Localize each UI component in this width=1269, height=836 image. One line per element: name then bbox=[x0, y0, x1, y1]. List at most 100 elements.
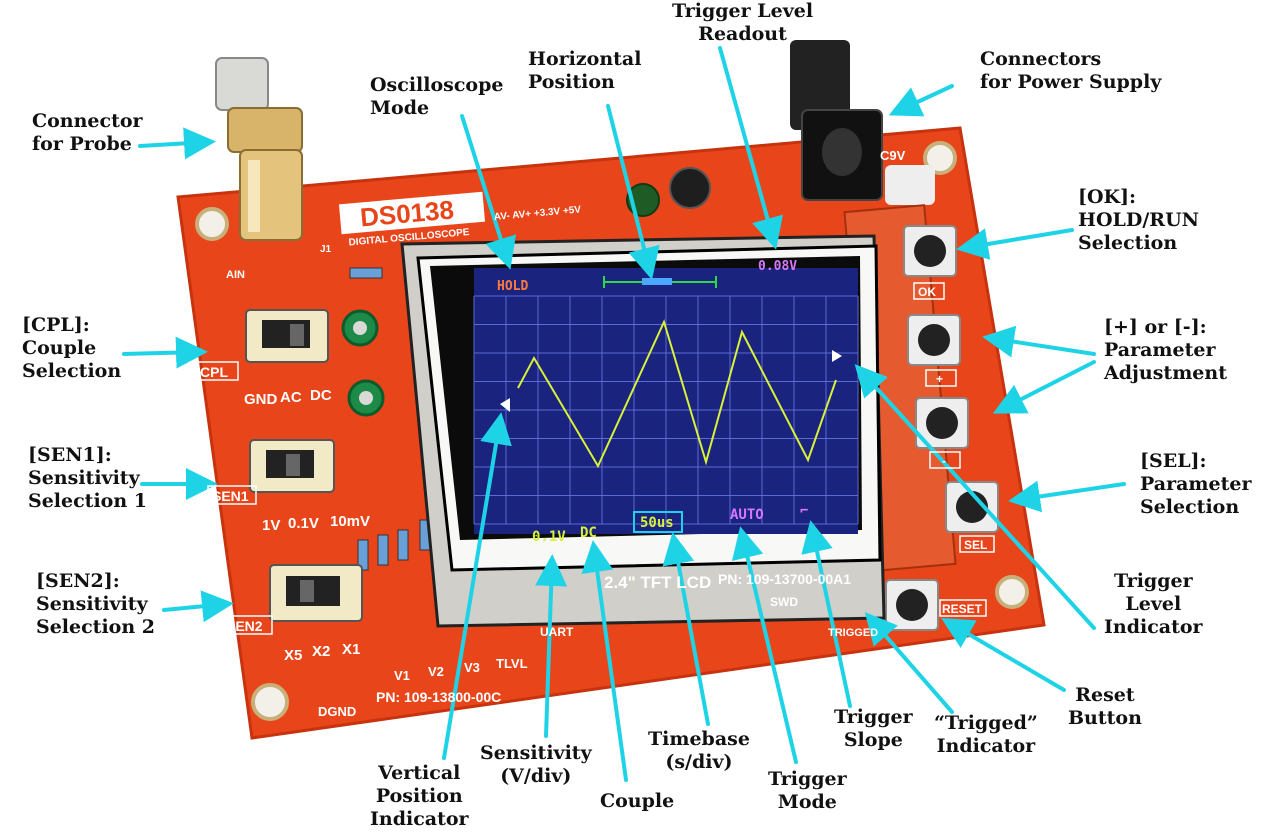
label-line: (V/div) bbox=[500, 765, 572, 787]
screen-trigger-level: 0.08V bbox=[758, 259, 797, 274]
label-sel-button: [SEL]: Parameter Selection bbox=[1140, 450, 1251, 519]
cpl-opt-ac: AC bbox=[280, 389, 302, 406]
push-buttons bbox=[885, 225, 999, 631]
label-trigger-level-readout: Trigger Level Readout bbox=[672, 0, 813, 46]
timebase-box bbox=[633, 511, 683, 533]
label-line: Level bbox=[1125, 593, 1182, 615]
label-cpl-switch: [CPL]: Couple Selection bbox=[22, 314, 121, 383]
label-ok-button: [OK]: HOLD/RUN Selection bbox=[1078, 186, 1199, 255]
vertical-position-indicator bbox=[500, 398, 510, 412]
label-line: Selection bbox=[1140, 496, 1240, 518]
label-line: [+] or [-]: bbox=[1104, 316, 1207, 338]
mounting-holes bbox=[195, 141, 1029, 721]
trigger-level-indicator bbox=[832, 350, 842, 362]
label-line: Couple bbox=[22, 337, 97, 359]
label-line: Vertical bbox=[378, 762, 461, 784]
waveform-trace bbox=[517, 319, 837, 469]
tag-minus: - bbox=[942, 454, 946, 468]
label-timebase: Timebase (s/div) bbox=[648, 728, 750, 774]
sen1-opt-0-1v: 0.1V bbox=[288, 515, 319, 532]
v3-label: V3 bbox=[464, 660, 480, 675]
label-line: Horizontal bbox=[528, 48, 642, 70]
label-line: Trigger bbox=[1113, 570, 1193, 592]
label-line: Trigger Level bbox=[672, 0, 814, 22]
label-line: Reset bbox=[1075, 684, 1135, 706]
label-line: (s/div) bbox=[665, 751, 733, 773]
horizontal-position-bar bbox=[603, 276, 717, 288]
label-line: Selection 1 bbox=[28, 490, 148, 512]
label-line: Button bbox=[1068, 707, 1142, 729]
screen-trigger-mode: AUTO bbox=[730, 507, 764, 523]
label-line: Indicator bbox=[1104, 616, 1203, 638]
label-line: Indicator bbox=[936, 735, 1036, 757]
label-vertical-position-indicator: Vertical Position Indicator bbox=[370, 762, 469, 831]
label-line: Connectors bbox=[980, 48, 1102, 70]
label-sensitivity: Sensitivity (V/div) bbox=[480, 742, 592, 788]
switch-tags: CPL SEN1 SEN2 bbox=[189, 361, 273, 635]
label-sen1-switch: [SEN1]: Sensitivity Selection 1 bbox=[28, 444, 147, 513]
sen1-opt-1v: 1V bbox=[262, 517, 280, 534]
label-line: Adjustment bbox=[1104, 362, 1227, 384]
label-line: Trigger bbox=[834, 706, 913, 728]
label-line: Parameter bbox=[1140, 473, 1252, 495]
trigged-led-label: TRIGGED bbox=[828, 627, 878, 639]
label-line: Selection bbox=[22, 360, 122, 382]
tag-sen1: SEN1 bbox=[212, 488, 249, 504]
label-line: Sensitivity bbox=[480, 742, 592, 764]
label-line: [SEL]: bbox=[1140, 450, 1207, 472]
label-line: for Power Supply bbox=[980, 71, 1162, 93]
label-line: Sensitivity bbox=[28, 467, 140, 489]
label-line: Timebase bbox=[648, 728, 750, 750]
label-line: Parameter bbox=[1104, 339, 1216, 361]
power-jack bbox=[790, 40, 935, 205]
label-line: [SEN2]: bbox=[36, 570, 120, 592]
cpl-opt-dc: DC bbox=[310, 387, 332, 404]
swd-label: SWD bbox=[770, 595, 798, 609]
tag-plus: + bbox=[936, 372, 943, 386]
scope-grid bbox=[473, 295, 859, 525]
label-sen2-switch: [SEN2]: Sensitivity Selection 2 bbox=[36, 570, 155, 639]
label-line: Position bbox=[375, 785, 463, 807]
label-line: “Trigged” bbox=[934, 712, 1038, 734]
dgnd-label: DGND bbox=[318, 704, 356, 719]
ain-label: AIN bbox=[226, 269, 245, 281]
label-line: Selection 2 bbox=[36, 616, 156, 638]
label-trigged-indicator: “Trigged” Indicator bbox=[934, 712, 1038, 758]
label-line: Slope bbox=[843, 729, 903, 751]
screen-couple: DC bbox=[580, 525, 597, 541]
tlvl-label: TLVL bbox=[496, 656, 528, 671]
label-line: Indicator bbox=[370, 808, 469, 830]
label-line: [CPL]: bbox=[22, 314, 90, 336]
scope-screen bbox=[473, 268, 859, 534]
screen-sensitivity: 0.1V bbox=[532, 529, 566, 545]
label-couple: Couple bbox=[600, 790, 674, 813]
label-connector-probe: Connector for Probe bbox=[32, 110, 143, 156]
label-horizontal-position: Horizontal Position bbox=[528, 48, 641, 94]
label-plus-minus-buttons: [+] or [-]: Parameter Adjustment bbox=[1104, 316, 1227, 385]
label-line: HOLD/RUN bbox=[1078, 209, 1200, 231]
screen-hold: HOLD bbox=[497, 279, 528, 294]
label-line: for Probe bbox=[32, 133, 132, 155]
label-line: Readout bbox=[698, 23, 787, 45]
callout-arrows bbox=[122, 46, 1126, 782]
sen2-opt-x5: X5 bbox=[284, 647, 302, 664]
label-line: [OK]: bbox=[1078, 186, 1137, 208]
label-line: Trigger bbox=[768, 768, 847, 790]
label-line: Connector bbox=[32, 110, 143, 132]
tag-ok: OK bbox=[918, 285, 936, 299]
pn-lcd: PN: 109-13700-00A1 bbox=[718, 571, 851, 587]
label-line: Oscilloscope bbox=[370, 74, 504, 96]
screen-trigger-slope: ⌐ bbox=[800, 503, 808, 519]
screen-timebase: 50us bbox=[640, 515, 674, 531]
label-line: Mode bbox=[777, 791, 837, 813]
label-trigger-level-indicator: Trigger Level Indicator bbox=[1104, 570, 1203, 639]
label-trigger-slope: Trigger Slope bbox=[834, 706, 913, 752]
label-connectors-power: Connectors for Power Supply bbox=[980, 48, 1161, 94]
label-line: Position bbox=[528, 71, 615, 93]
label-line: Mode bbox=[370, 97, 430, 119]
v1-label: V1 bbox=[394, 668, 410, 683]
label-line: Sensitivity bbox=[36, 593, 148, 615]
pn-board: PN: 109-13800-00C bbox=[376, 689, 501, 705]
